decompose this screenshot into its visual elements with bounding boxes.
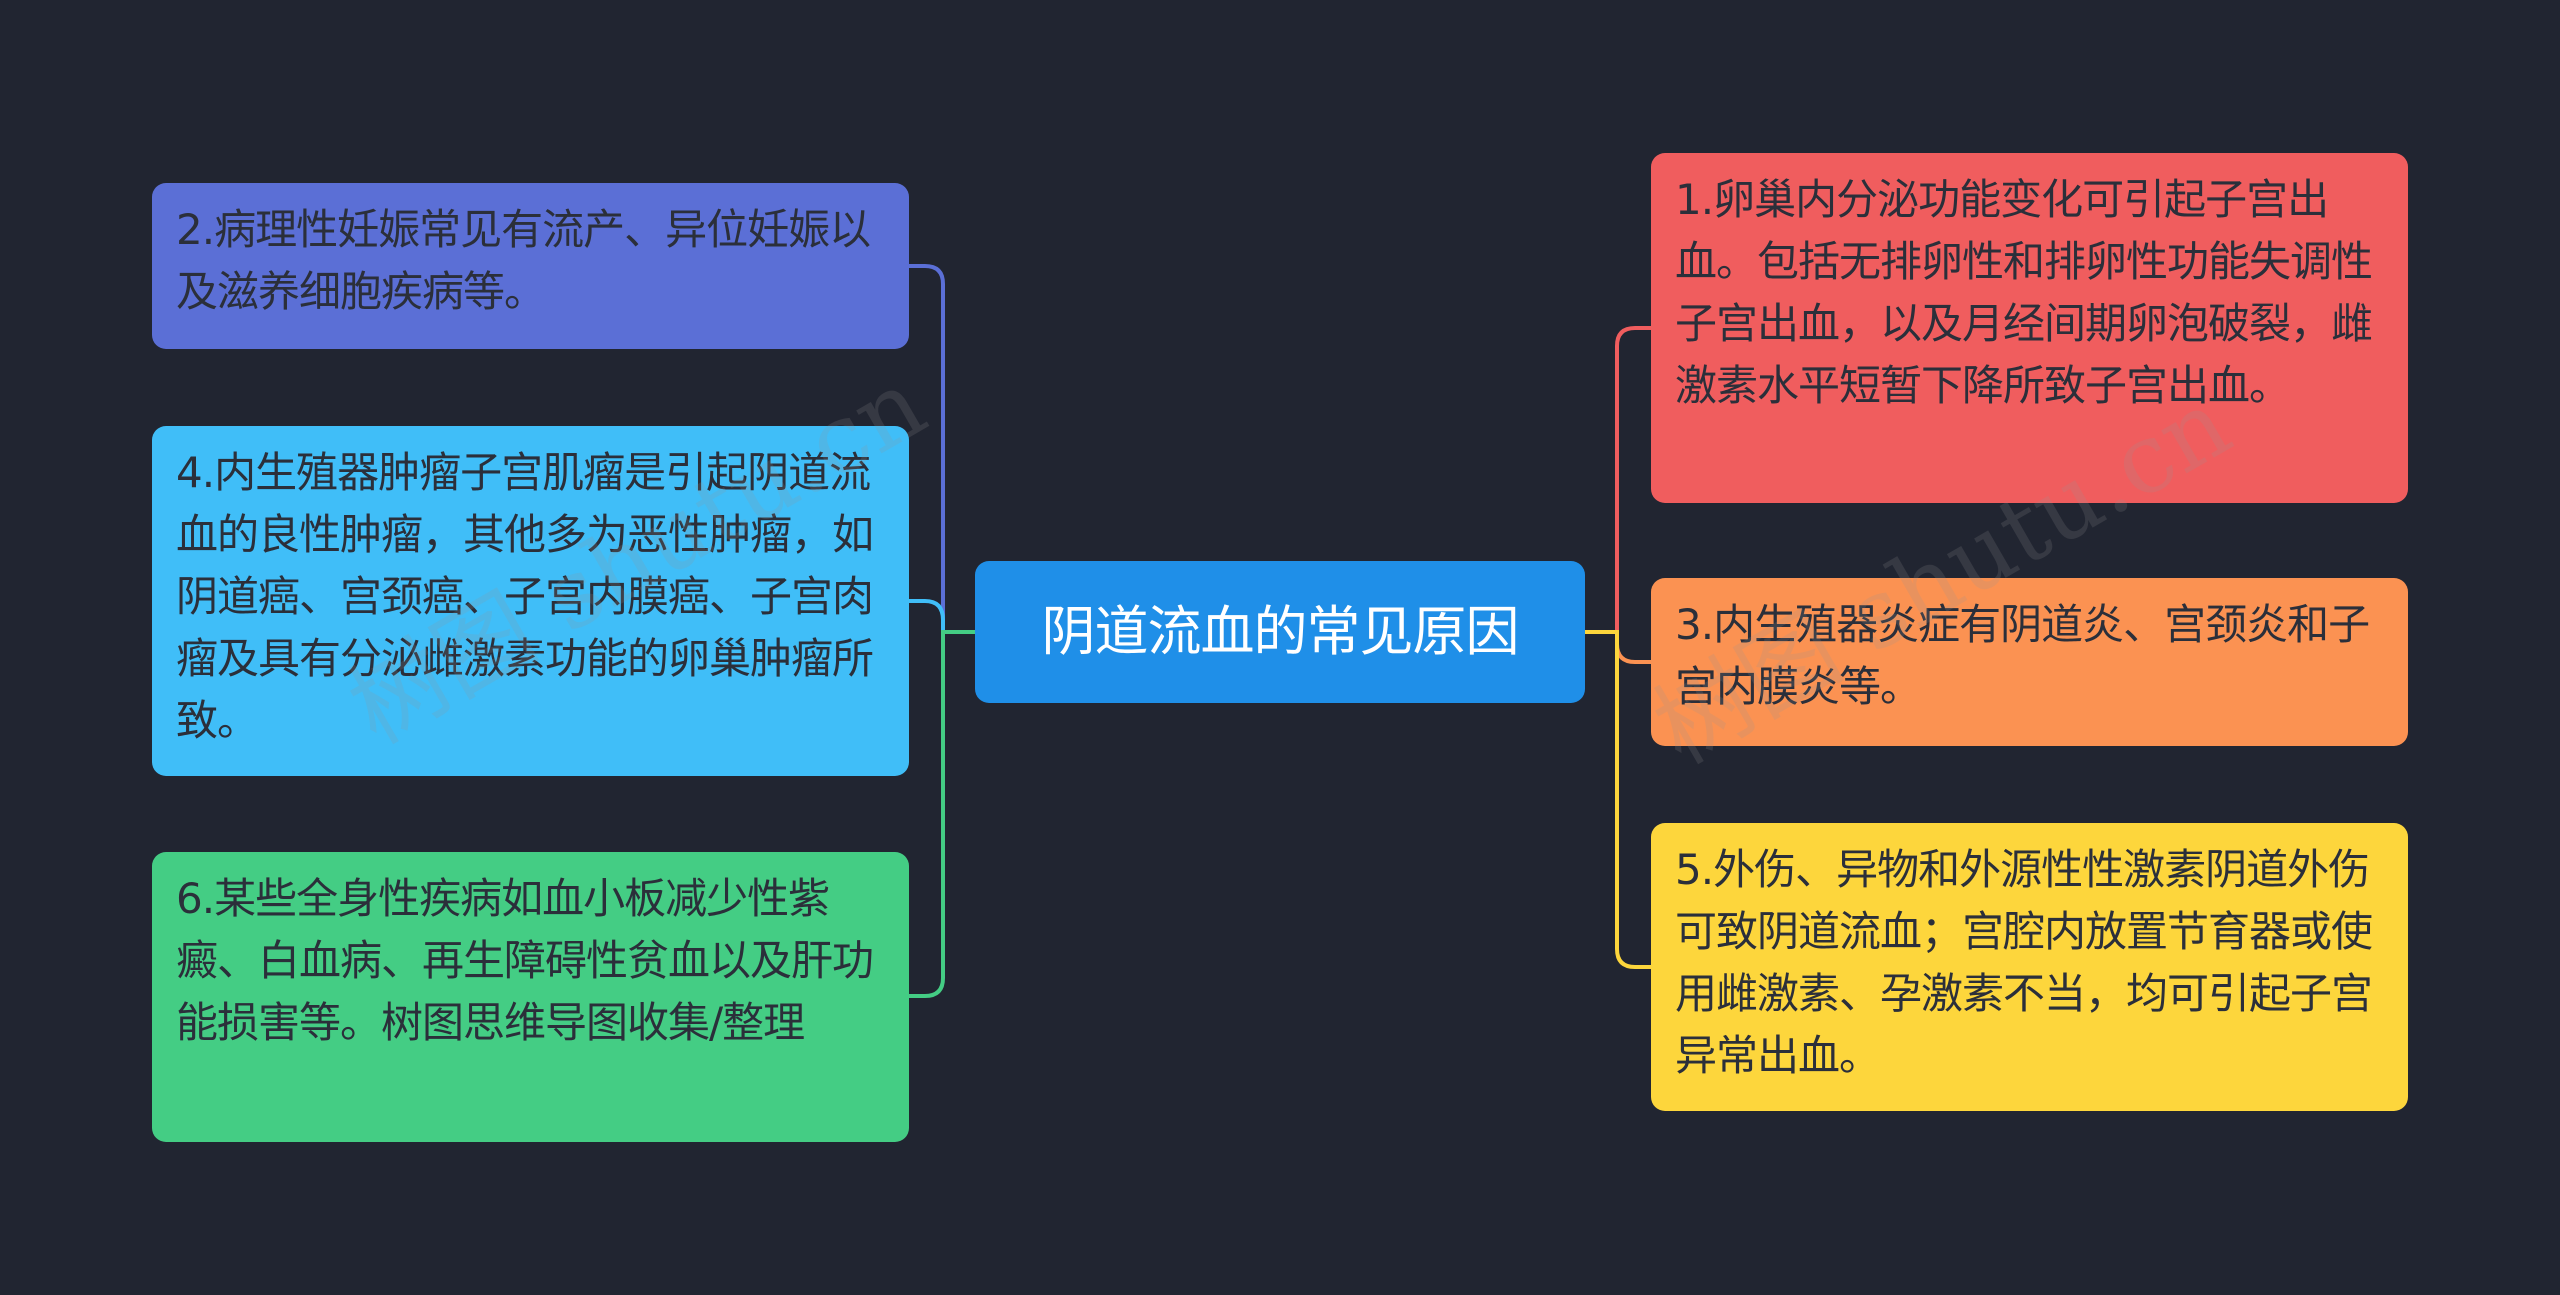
- topic-node-5[interactable]: 5.外伤、异物和外源性性激素阴道外伤可致阴道流血；宫腔内放置节育器或使用雌激素、…: [1651, 823, 2408, 1111]
- topic-node-2[interactable]: 2.病理性妊娠常见有流产、异位妊娠以及滋养细胞疾病等。: [152, 183, 909, 349]
- topic-node-6[interactable]: 6.某些全身性疾病如血小板减少性紫癜、白血病、再生障碍性贫血以及肝功能损害等。树…: [152, 852, 909, 1142]
- central-topic[interactable]: 阴道流血的常见原因: [975, 561, 1585, 703]
- topic-node-4[interactable]: 4.内生殖器肿瘤子宫肌瘤是引起阴道流血的良性肿瘤，其他多为恶性肿瘤，如阴道癌、宫…: [152, 426, 909, 776]
- connector-central-to-n6: [909, 630, 975, 998]
- connector-central-to-n1: [1585, 326, 1651, 634]
- connector-central-to-n5: [1585, 630, 1651, 969]
- connector-central-to-n4: [909, 599, 975, 634]
- topic-node-1[interactable]: 1.卵巢内分泌功能变化可引起子宫出血。包括无排卵性和排卵性功能失调性子宫出血，以…: [1651, 153, 2408, 503]
- connector-central-to-n2: [909, 264, 975, 635]
- topic-node-3[interactable]: 3.内生殖器炎症有阴道炎、宫颈炎和子宫内膜炎等。: [1651, 578, 2408, 746]
